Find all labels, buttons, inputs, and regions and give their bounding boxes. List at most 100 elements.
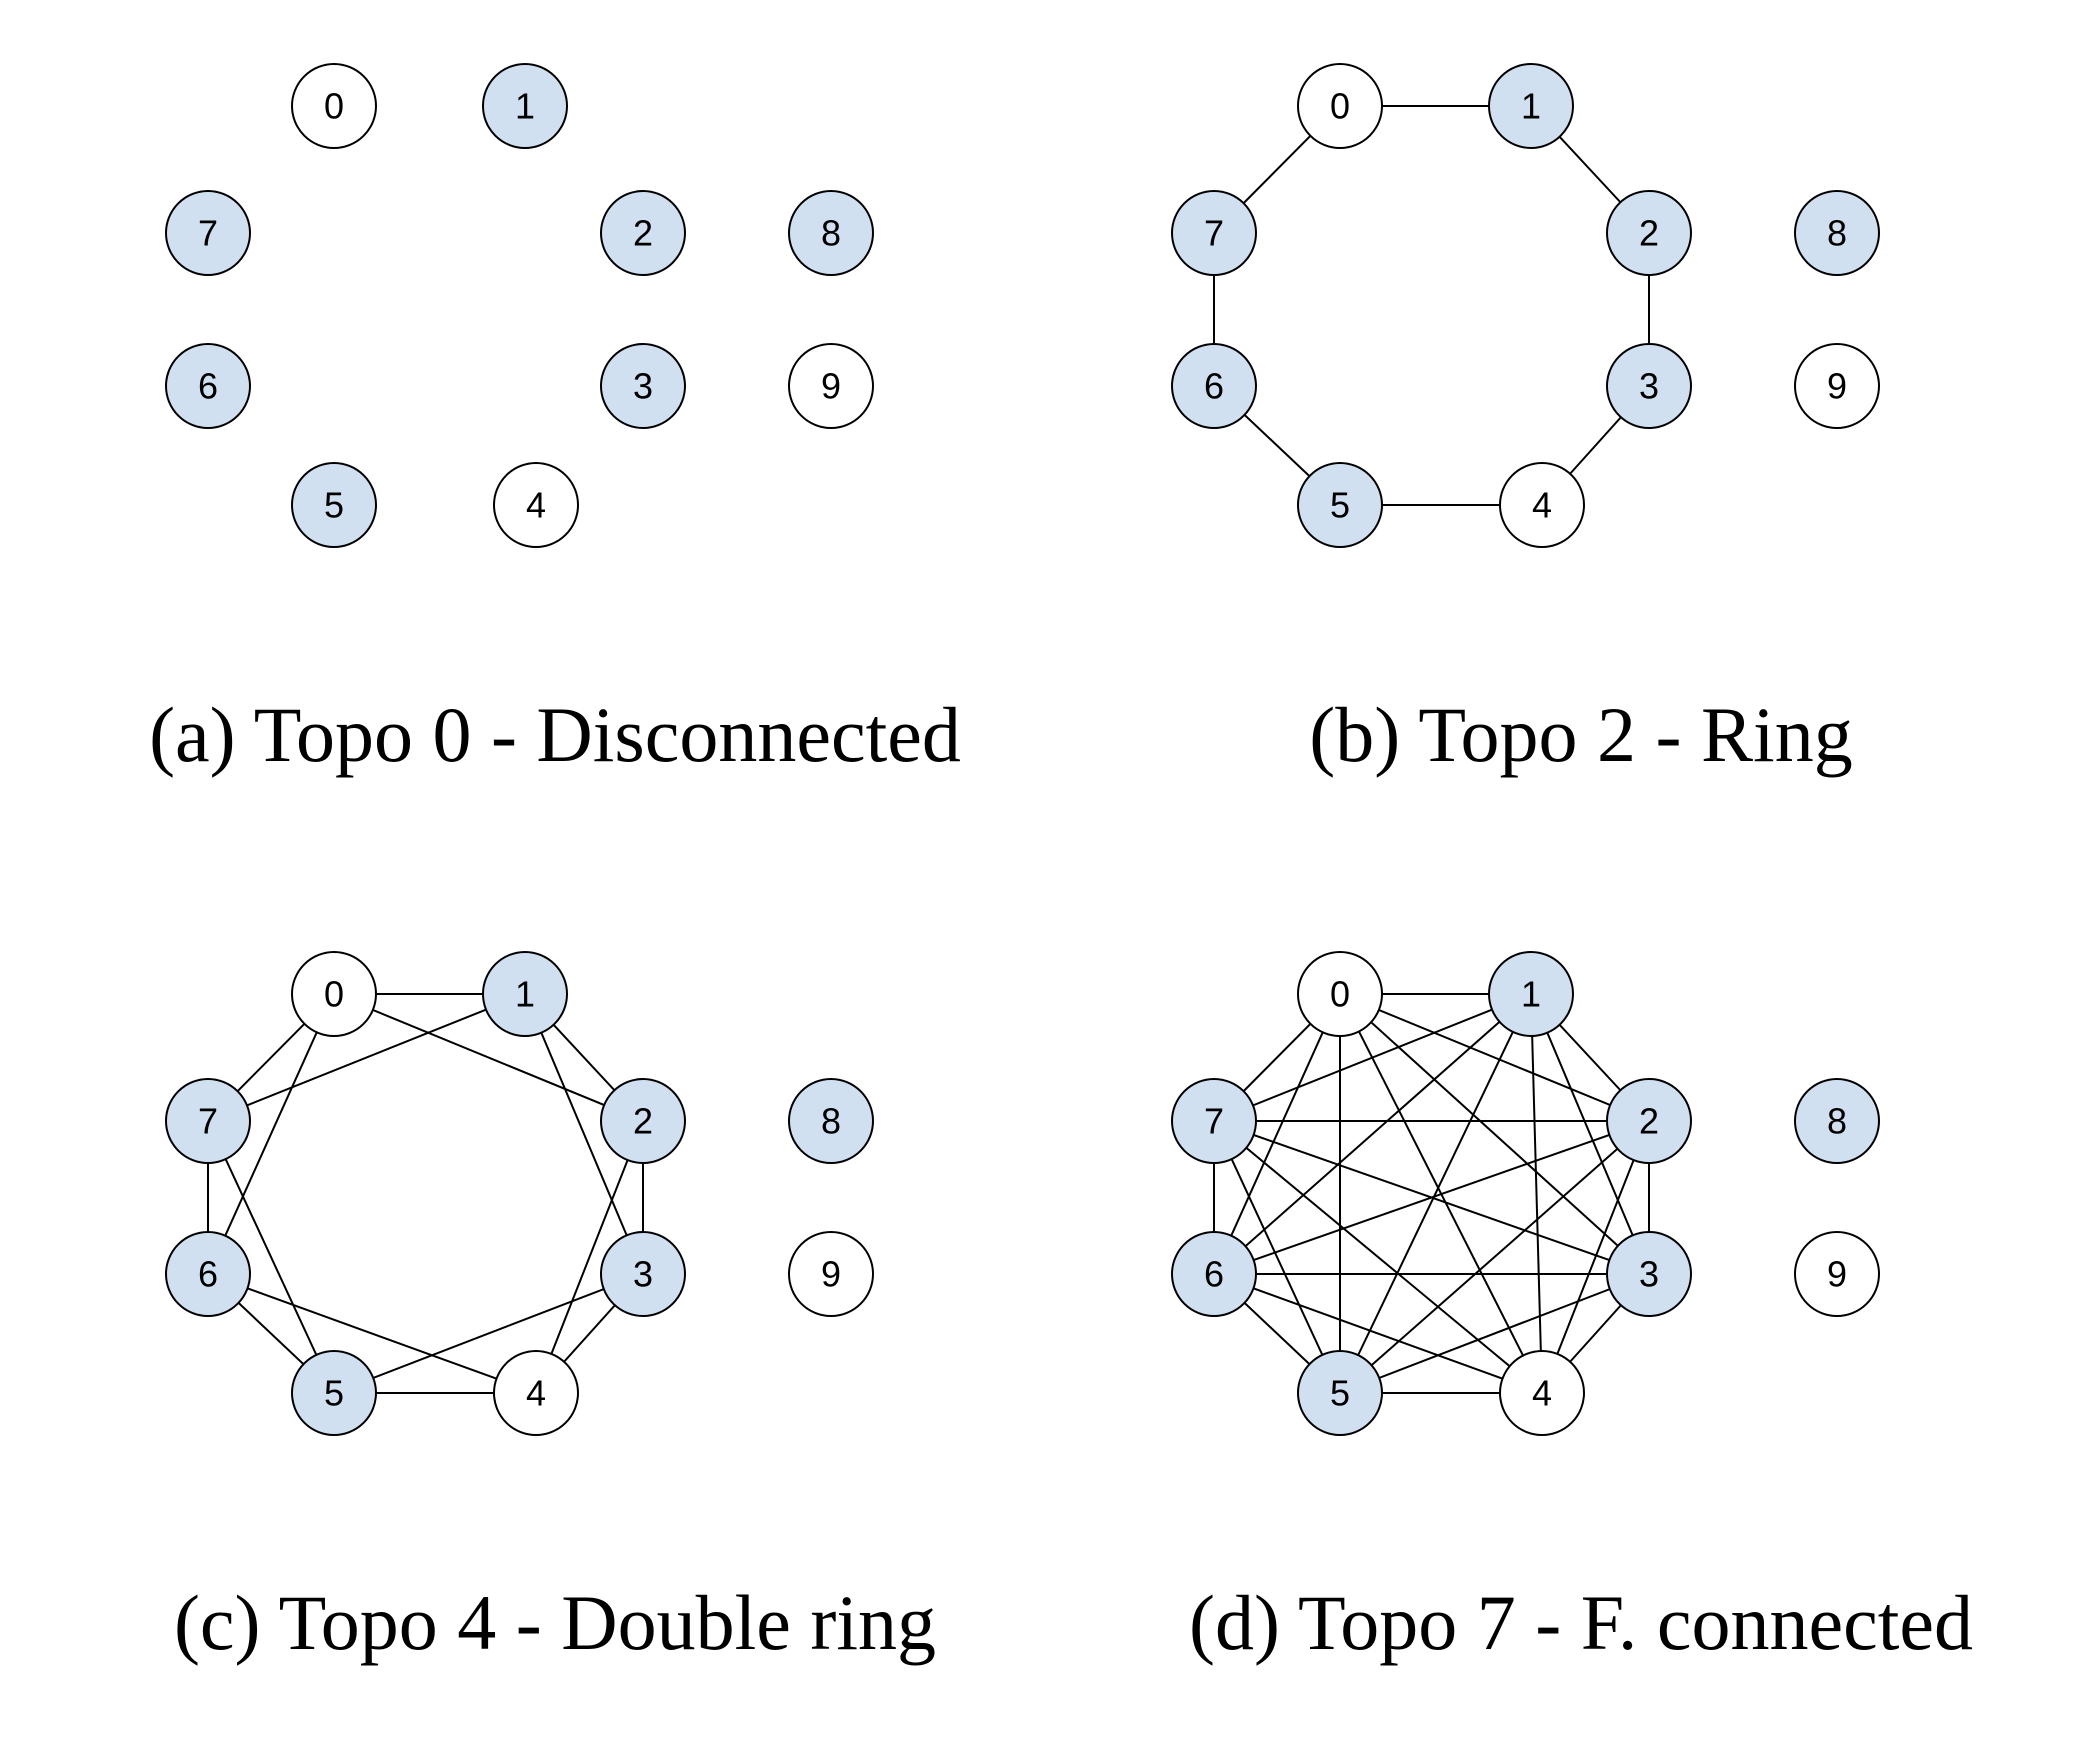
node-label-2: 2 <box>1639 213 1659 254</box>
node-label-2: 2 <box>633 213 653 254</box>
node-label-8: 8 <box>1827 213 1847 254</box>
node-circle-0 <box>1297 63 1383 149</box>
node-circle-1 <box>1488 63 1574 149</box>
node-0: 0 <box>1297 63 1383 149</box>
node-3: 3 <box>600 343 686 429</box>
node-circle-0 <box>291 951 377 1037</box>
node-circle-7 <box>165 1078 251 1164</box>
node-circle-0 <box>1297 951 1383 1037</box>
node-label-9: 9 <box>821 366 841 407</box>
edge-1-7 <box>1213 993 1532 1122</box>
node-label-5: 5 <box>324 485 344 526</box>
edge-5-7 <box>207 1120 335 1394</box>
node-circle-6 <box>165 1231 251 1317</box>
node-circle-3 <box>600 1231 686 1317</box>
node-circle-5 <box>291 1350 377 1436</box>
node-4: 4 <box>493 1350 579 1436</box>
caption-d: (d) Topo 7 - F. connected <box>1189 1579 1973 1666</box>
node-circle-7 <box>1171 190 1257 276</box>
edge-4-7 <box>1213 1120 1543 1394</box>
edge-1-3 <box>524 993 644 1275</box>
node-label-4: 4 <box>526 485 546 526</box>
node-9: 9 <box>788 1231 874 1317</box>
edge-0-6 <box>1213 993 1341 1275</box>
edge-0-2 <box>333 993 644 1122</box>
node-label-9: 9 <box>1827 366 1847 407</box>
node-circle-8 <box>788 190 874 276</box>
node-circle-7 <box>1171 1078 1257 1164</box>
node-2: 2 <box>600 1078 686 1164</box>
edge-1-5 <box>1339 993 1532 1394</box>
edge-6-0 <box>207 993 335 1275</box>
node-label-3: 3 <box>1639 1254 1659 1295</box>
edge-2-4 <box>1541 1120 1650 1394</box>
node-label-9: 9 <box>1827 1254 1847 1295</box>
node-label-1: 1 <box>515 86 535 127</box>
node-label-9: 9 <box>821 1254 841 1295</box>
node-label-6: 6 <box>198 366 218 407</box>
node-8: 8 <box>1794 190 1880 276</box>
edge-1-4 <box>1530 993 1543 1394</box>
node-7: 7 <box>1171 1078 1257 1164</box>
node-circle-7 <box>165 190 251 276</box>
node-circle-2 <box>1606 190 1692 276</box>
node-5: 5 <box>291 1350 377 1436</box>
node-5: 5 <box>1297 1350 1383 1436</box>
node-circle-2 <box>600 190 686 276</box>
node-0: 0 <box>1297 951 1383 1037</box>
node-5: 5 <box>1297 462 1383 548</box>
node-label-4: 4 <box>1532 1373 1552 1414</box>
edge-3-5 <box>1339 1273 1650 1394</box>
edge-1-6 <box>1213 993 1532 1275</box>
node-circle-5 <box>1297 462 1383 548</box>
node-2: 2 <box>600 190 686 276</box>
node-7: 7 <box>165 1078 251 1164</box>
node-label-6: 6 <box>198 1254 218 1295</box>
node-6: 6 <box>1171 1231 1257 1317</box>
node-4: 4 <box>1499 1350 1585 1436</box>
node-3: 3 <box>1606 343 1692 429</box>
node-label-0: 0 <box>324 974 344 1015</box>
node-0: 0 <box>291 951 377 1037</box>
node-circle-6 <box>165 343 251 429</box>
node-circle-4 <box>493 462 579 548</box>
node-label-6: 6 <box>1204 366 1224 407</box>
node-label-7: 7 <box>1204 1101 1224 1142</box>
node-label-7: 7 <box>1204 213 1224 254</box>
edge-5-7 <box>1213 1120 1341 1394</box>
node-label-1: 1 <box>1521 86 1541 127</box>
edges <box>1213 105 1650 506</box>
node-6: 6 <box>165 1231 251 1317</box>
node-9: 9 <box>788 343 874 429</box>
node-3: 3 <box>600 1231 686 1317</box>
edges <box>1213 993 1650 1394</box>
node-circle-1 <box>482 951 568 1037</box>
caption-c: (c) Topo 4 - Double ring <box>173 1579 937 1666</box>
node-9: 9 <box>1794 343 1880 429</box>
node-label-4: 4 <box>1532 485 1552 526</box>
edge-1-3 <box>1530 993 1650 1275</box>
node-circle-4 <box>1499 462 1585 548</box>
node-circle-9 <box>788 1231 874 1317</box>
node-7: 7 <box>165 190 251 276</box>
node-circle-9 <box>788 343 874 429</box>
edge-0-3 <box>1339 993 1650 1275</box>
node-label-3: 3 <box>633 366 653 407</box>
node-4: 4 <box>1499 462 1585 548</box>
node-label-0: 0 <box>1330 86 1350 127</box>
node-circle-8 <box>1794 1078 1880 1164</box>
edge-2-5 <box>1339 1120 1650 1394</box>
caption-a: (a) Topo 0 - Disconnected <box>149 691 961 778</box>
edge-3-5 <box>333 1273 644 1394</box>
node-8: 8 <box>788 190 874 276</box>
node-circle-8 <box>1794 190 1880 276</box>
node-1: 1 <box>482 951 568 1037</box>
node-label-3: 3 <box>633 1254 653 1295</box>
node-label-5: 5 <box>324 1373 344 1414</box>
